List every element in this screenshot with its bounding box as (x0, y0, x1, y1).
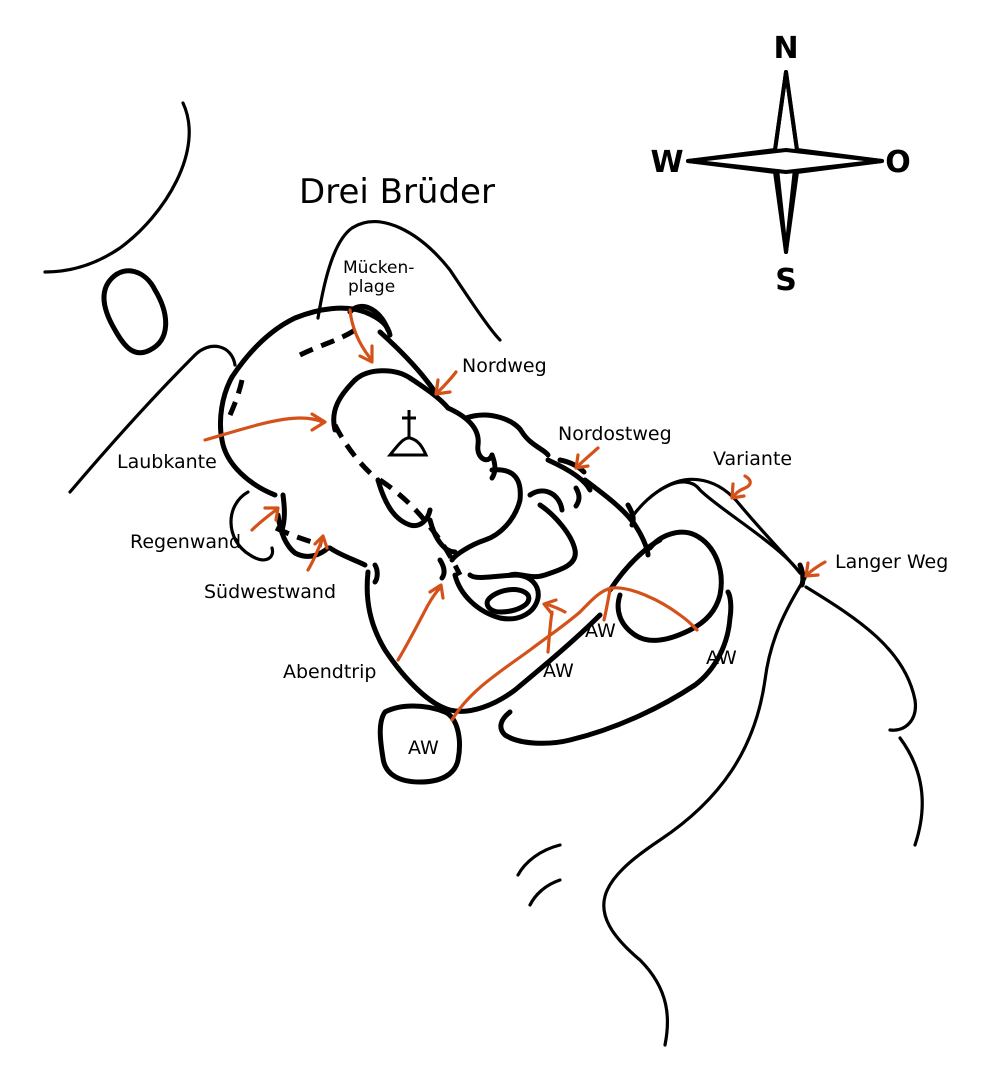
terrain-lines (43, 101, 924, 1047)
label-nordweg: Nordweg (462, 355, 547, 377)
compass-rose-icon (686, 70, 884, 254)
compass-east-label: O (885, 145, 911, 180)
compass-south-label: S (775, 263, 797, 298)
dashed-lines (225, 327, 463, 577)
label-langer-weg: Langer Weg (835, 551, 948, 573)
label-aw-4: AW (706, 647, 737, 669)
label-aw-3: AW (585, 620, 616, 642)
label-aw-1: AW (408, 737, 439, 759)
label-variante: Variante (713, 448, 792, 470)
label-mueckenplage-1: Mücken- (343, 258, 414, 278)
label-suedwestwand: Südwestwand (204, 581, 336, 603)
compass-north-label: N (773, 31, 798, 66)
label-aw-2: AW (543, 660, 574, 682)
label-nordostweg: Nordostweg (558, 423, 672, 445)
label-mueckenplage-2: plage (348, 277, 395, 297)
summit-cross-icon (386, 410, 429, 457)
route-lines (203, 308, 827, 722)
label-regenwand: Regenwand (130, 531, 241, 553)
route-labels: Mücken- plage Nordweg Nordostweg Variant… (117, 258, 948, 759)
rock-outlines (101, 268, 806, 785)
compass-west-label: W (650, 145, 683, 180)
map-title: Drei Brüder (299, 172, 495, 212)
label-abendtrip: Abendtrip (283, 661, 376, 683)
label-laubkante: Laubkante (117, 451, 217, 473)
